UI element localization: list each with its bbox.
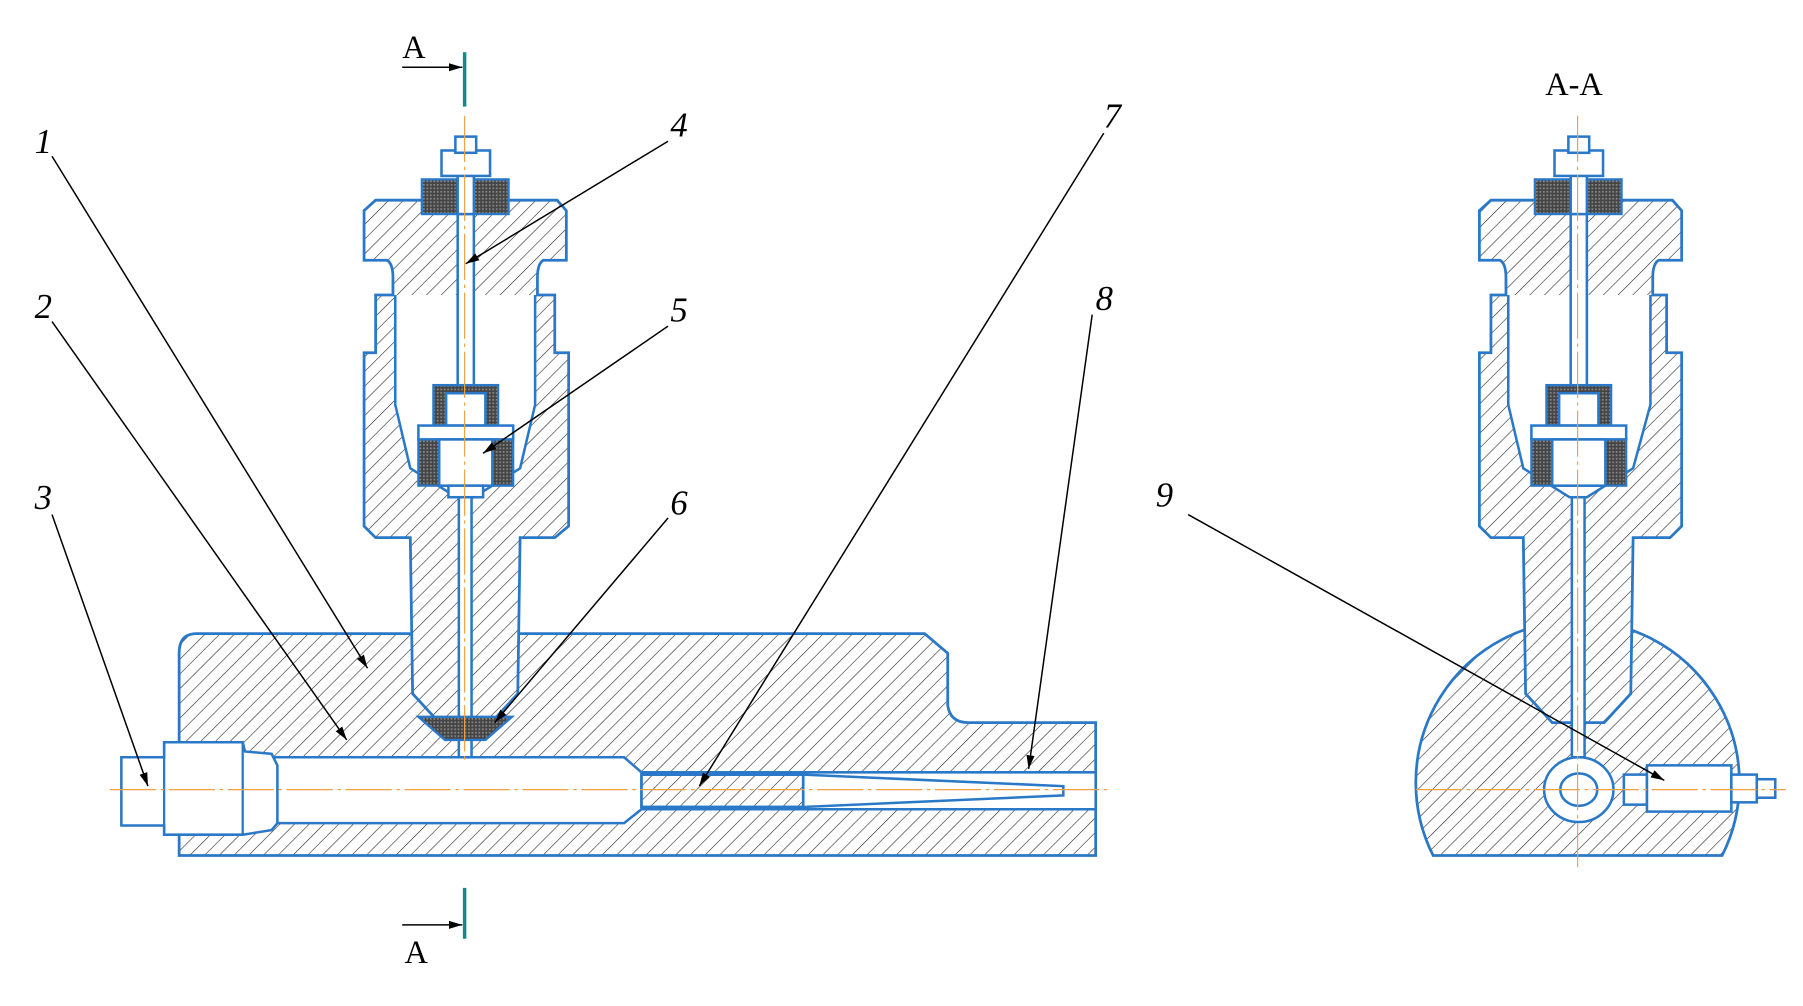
centerlines — [109, 115, 1786, 868]
nozzle-cone — [801, 773, 1065, 809]
leader-6 — [494, 517, 669, 724]
section-marker-bottom: A — [405, 934, 429, 970]
section-view-a-a — [1414, 135, 1777, 857]
callout-8: 8 — [1096, 280, 1113, 318]
callout-5: 5 — [670, 292, 687, 330]
leader-9 — [1187, 513, 1665, 782]
leader-7 — [698, 132, 1105, 787]
leader-8 — [1026, 314, 1093, 769]
leader-3 — [51, 514, 149, 787]
plug-part-3 — [120, 740, 279, 836]
section-cut-markers: A A A-A — [402, 29, 1603, 970]
callout-9: 9 — [1156, 476, 1173, 514]
callout-2: 2 — [35, 288, 52, 326]
callout-4: 4 — [670, 107, 687, 145]
section-marker-top: A — [402, 29, 426, 65]
callout-7: 7 — [1104, 97, 1123, 135]
callout-1: 1 — [35, 123, 52, 161]
callout-labels: 1 2 3 4 5 6 7 8 9 — [34, 97, 1173, 522]
callout-3: 3 — [34, 479, 52, 517]
callout-6: 6 — [670, 485, 688, 523]
main-view — [120, 135, 1098, 857]
leader-5 — [482, 325, 669, 454]
section-title: A-A — [1545, 66, 1603, 102]
leader-4 — [465, 140, 669, 265]
leader-1 — [51, 155, 369, 669]
insert-part-7 — [640, 773, 805, 809]
main-bore — [160, 755, 1097, 825]
leader-lines — [51, 132, 1665, 787]
top-nut — [440, 149, 492, 178]
valve-part-5 — [417, 424, 515, 441]
leader-2 — [51, 321, 348, 741]
